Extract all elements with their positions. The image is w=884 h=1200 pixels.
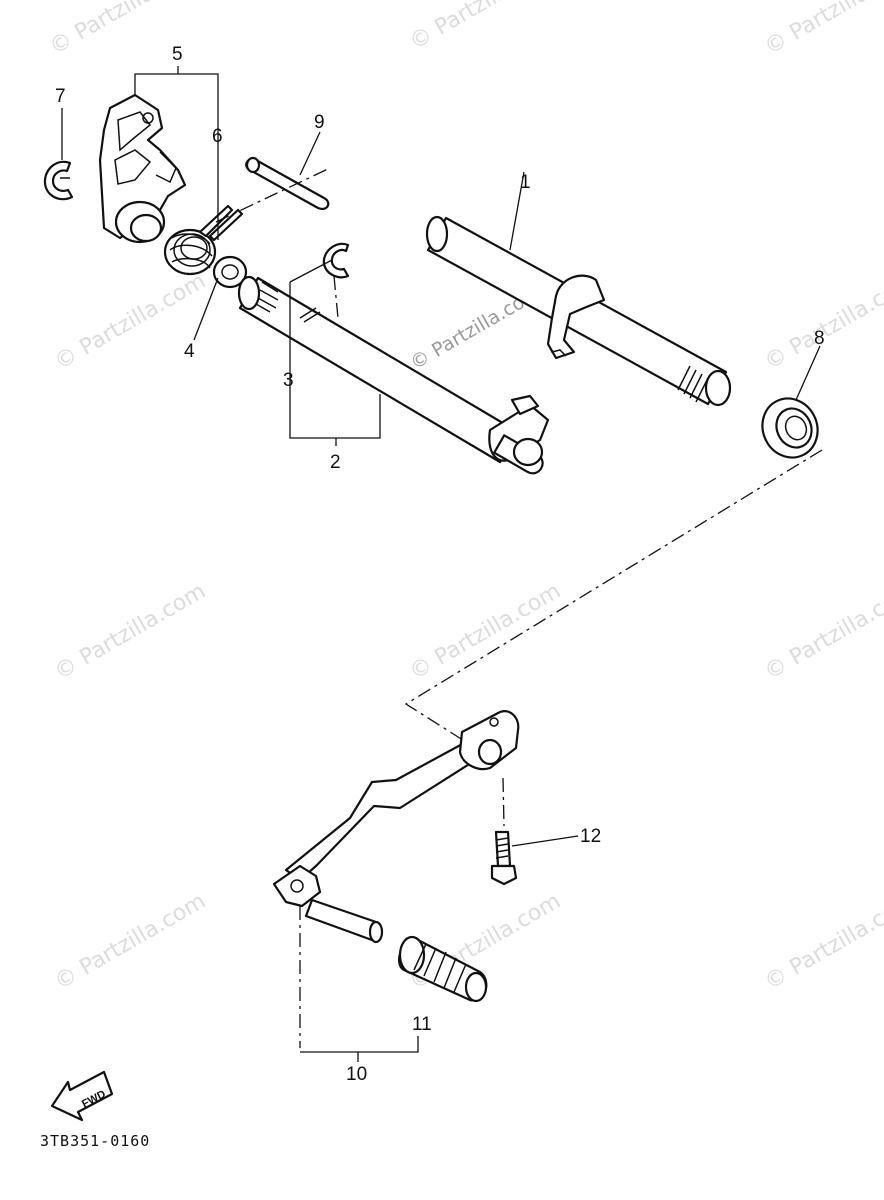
circlip-part-7 — [43, 160, 74, 201]
circlip-part-3 — [322, 242, 350, 279]
bolt-part-12 — [490, 830, 518, 886]
watermark: © Partzilla.com — [761, 579, 884, 686]
watermark: © Partzilla.com — [51, 579, 211, 686]
pedal-rubber-part-11 — [398, 935, 488, 1003]
callout-11: 11 — [412, 1014, 432, 1035]
callout-2: 2 — [330, 452, 341, 473]
shift-arm-part-5 — [98, 93, 187, 244]
callout-4: 4 — [184, 341, 195, 362]
watermark: © Partzilla.com — [406, 0, 566, 55]
fwd-arrow-icon: FWD — [50, 1070, 114, 1122]
shift-pedal-part-10 — [272, 710, 520, 944]
callout-1: 1 — [520, 172, 531, 193]
callout-3: 3 — [283, 370, 294, 391]
watermark: © Partzilla.com — [51, 889, 211, 996]
watermark-layer: © Partzilla.com © Partzilla.com © Partzi… — [46, 0, 884, 995]
callout-7: 7 — [55, 86, 66, 107]
callout-10: 10 — [346, 1064, 367, 1085]
pin-part-9 — [245, 156, 330, 210]
watermark: © Partzilla.com — [761, 269, 884, 376]
washer-part-4 — [212, 255, 248, 289]
alignment-lines — [215, 167, 823, 1048]
leader-lines — [61, 66, 821, 1062]
shift-shaft-part-1 — [425, 215, 732, 407]
watermark: © Partzilla.com — [406, 579, 566, 686]
callout-6: 6 — [212, 126, 223, 147]
callout-12: 12 — [580, 826, 601, 847]
callout-labels: 1 2 3 4 5 6 7 8 9 10 11 12 — [55, 44, 825, 1085]
torsion-spring-part-6 — [163, 204, 244, 276]
watermark: © Partzilla.com — [761, 0, 884, 60]
diagram-code: 3TB351-0160 — [40, 1132, 150, 1150]
shift-shaft-part-2 — [237, 275, 550, 475]
watermark: © Partzilla.com — [761, 889, 884, 996]
callout-5: 5 — [172, 44, 183, 65]
callout-8: 8 — [814, 328, 825, 349]
oil-seal-part-8 — [761, 397, 819, 459]
callout-9: 9 — [314, 112, 325, 133]
